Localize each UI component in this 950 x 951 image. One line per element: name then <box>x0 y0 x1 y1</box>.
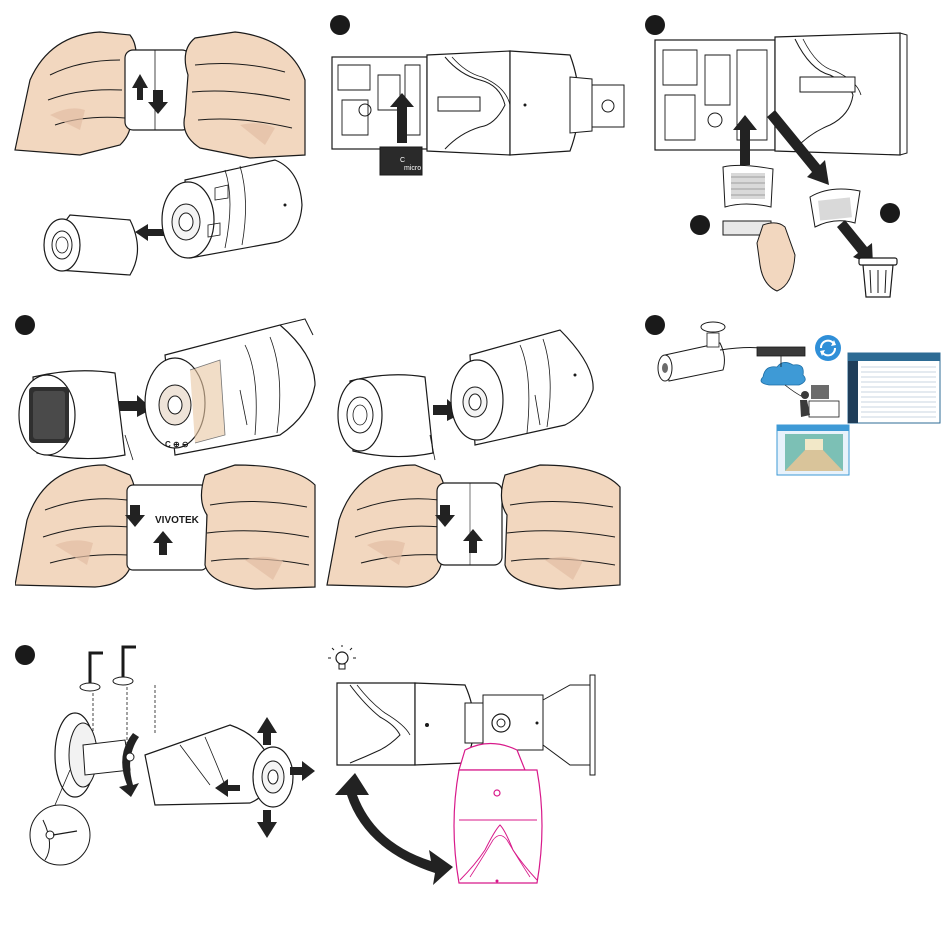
camera-body <box>127 485 207 570</box>
tilt-down-arrow-icon <box>257 810 277 838</box>
peeling-hand <box>757 223 795 291</box>
step-badge <box>15 315 35 335</box>
hex-wrench-icon <box>80 653 103 691</box>
panel-remove-cover <box>10 20 310 290</box>
sync-icon <box>815 335 841 361</box>
panel-tip-rotate <box>325 645 625 890</box>
remove-cover-illustration <box>10 20 310 290</box>
rotate-curved-arrow-icon <box>335 773 453 885</box>
reattach-illustration: C ⊕ ⊖ VIVOTEK <box>15 315 625 600</box>
flat-window-cover <box>19 371 125 459</box>
step-badge <box>645 315 665 335</box>
live-view-screen <box>777 425 849 475</box>
wall-mount-base <box>55 713 130 797</box>
pan-right-arrow-icon <box>290 761 315 781</box>
new-desiccant-pack <box>723 165 773 207</box>
panel-insert-sd: C micro SD <box>330 15 630 205</box>
trash-bin-icon <box>859 258 897 297</box>
tip-lightbulb-icon <box>328 645 356 669</box>
panel-adjust-angle <box>15 645 315 875</box>
front-cover <box>44 215 138 275</box>
camera-internals <box>162 160 302 258</box>
management-software-screen <box>848 353 940 423</box>
panel-reattach-cover: C ⊕ ⊖ VIVOTEK <box>15 315 625 600</box>
camera-internals: C ⊕ ⊖ <box>145 319 315 455</box>
adjust-angle-illustration <box>15 645 315 875</box>
gauge-text: C ⊕ ⊖ <box>165 440 189 449</box>
network-illustration <box>645 315 945 485</box>
old-desiccant-pack <box>810 189 860 227</box>
cloud-icon <box>761 362 805 385</box>
sub-step-badge <box>880 203 900 223</box>
step-badge <box>330 15 350 35</box>
network-switch <box>757 347 805 356</box>
insert-sd-illustration: C micro SD <box>330 15 630 205</box>
left-hand <box>15 32 136 155</box>
vivotek-logo: VIVOTEK <box>155 515 200 526</box>
operator-workstation <box>800 385 839 417</box>
step-badge <box>645 15 665 35</box>
sd-card-label-c: C <box>400 157 405 164</box>
desiccant-illustration <box>645 15 945 305</box>
right-hand <box>184 32 305 158</box>
right-hand <box>201 465 315 589</box>
camera-internals <box>451 330 593 445</box>
panel-replace-desiccant <box>645 15 945 305</box>
sd-card-label-micro: micro SD <box>404 165 433 172</box>
tilt-up-arrow-icon <box>257 717 277 745</box>
micro-sd-card: C micro SD <box>380 147 433 175</box>
dome-window-cover <box>338 375 433 457</box>
bullet-camera-rotated <box>454 744 542 884</box>
tip-rotate-illustration <box>325 645 625 890</box>
bullet-camera <box>658 322 725 381</box>
step-badge <box>15 645 35 665</box>
sub-step-badge <box>690 215 710 235</box>
panel-network <box>645 315 945 485</box>
hex-wrench-icon <box>113 647 136 685</box>
